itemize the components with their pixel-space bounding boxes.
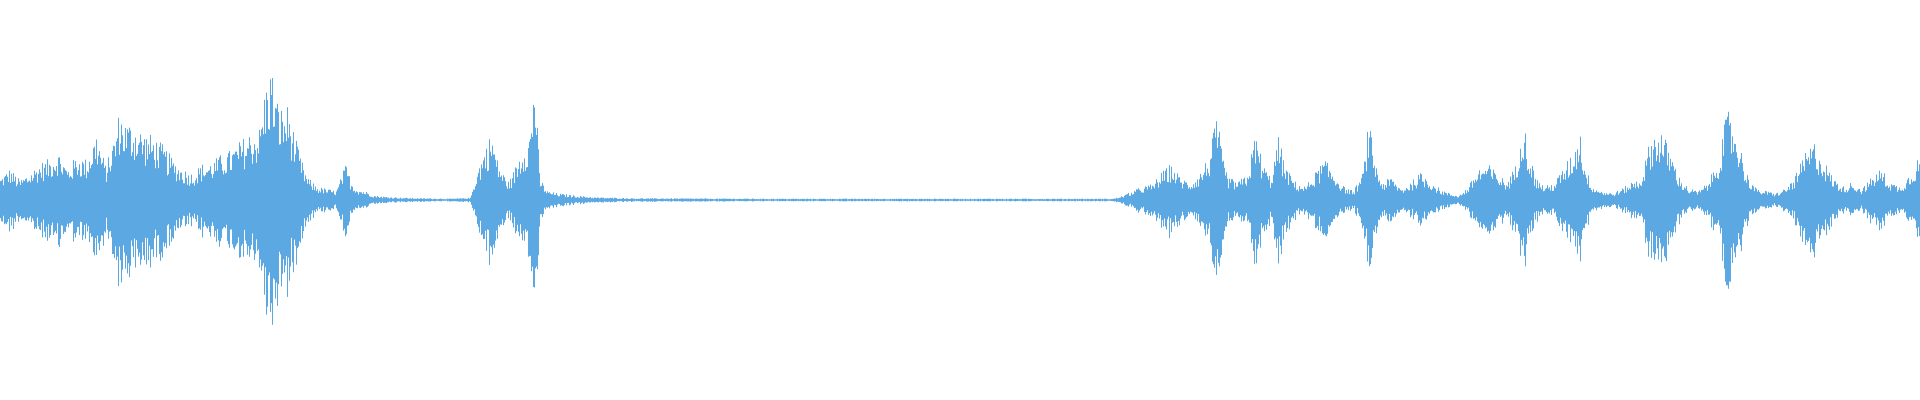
waveform-path [0, 78, 1920, 325]
waveform-bars [0, 78, 1920, 325]
